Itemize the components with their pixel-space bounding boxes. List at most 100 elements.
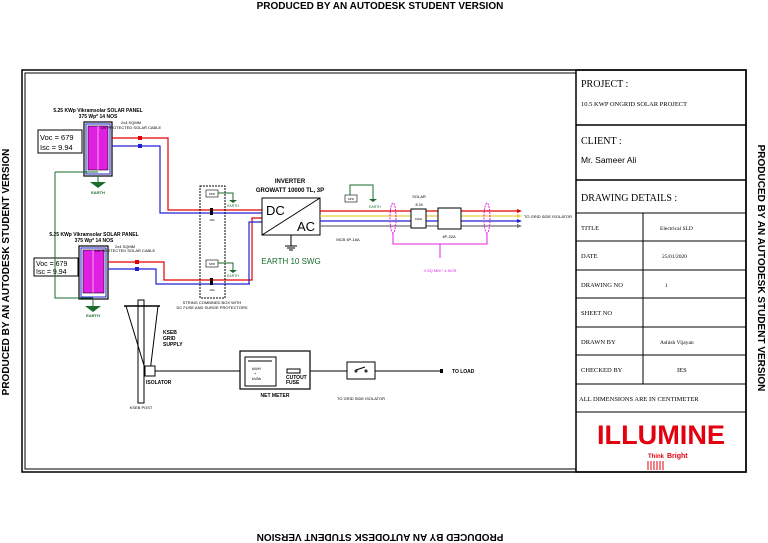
dimensions-note: ALL DIMENSIONS ARE IN CENTIMETER [579,396,699,403]
svg-text:KWH: KWH [415,217,422,221]
svg-text:TO GRID SIDE ISOLATOR: TO GRID SIDE ISOLATOR [337,396,385,401]
svg-text:DRAWING NO: DRAWING NO [581,282,623,289]
svg-text:Voc = 679: Voc = 679 [40,133,74,142]
svg-text:TITLE: TITLE [581,225,599,232]
mcb-spd: SPD EARTH MCB 4P-16A [336,184,381,242]
svg-text:5.25 KWp Vikramsolar SOLAR PAN: 5.25 KWp Vikramsolar SOLAR PANEL [53,108,142,114]
project-value: 10.5 KWP ONGRID SOLAR PROJECT [581,101,687,108]
svg-text:SOLAR: SOLAR [412,194,426,199]
svg-text:ILLUMINE: ILLUMINE [597,420,725,450]
svg-text:Voc = 679: Voc = 679 [36,261,67,268]
to-load: TO LOAD [440,369,475,375]
svg-text:E.M: E.M [415,202,422,207]
svg-text:+: + [254,371,257,376]
svg-text:NET METER: NET METER [261,393,290,399]
earth-icon-2: EARTH [85,306,101,318]
cable-desc-2: UV PROTECTED SOLAR CABLE [95,248,156,253]
svg-text:FUSE: FUSE [286,380,300,386]
arrows-to-grid: TO GRID SIDE ISOLATOR [517,209,572,228]
svg-text:TO GRID SIDE ISOLATOR: TO GRID SIDE ISOLATOR [524,214,572,219]
svg-text:DC: DC [266,203,285,218]
svg-text:375 Wp* 14 NOS: 375 Wp* 14 NOS [79,114,118,120]
illumine-logo: ILLUMINE Think Bright [597,420,725,470]
earth-icon-1: EARTH [90,182,106,195]
sheet-no-row: SHEET NO [581,310,612,317]
connectors [135,136,142,264]
svg-text:25/01/2020: 25/01/2020 [662,254,687,260]
svg-text:CHECKED BY: CHECKED BY [581,367,623,374]
svg-text:1: 1 [665,283,668,289]
svg-text:Electrical SLD: Electrical SLD [660,226,693,232]
svg-text:10A: 10A [209,288,214,292]
svg-text:10A: 10A [209,218,214,222]
svg-text:kVAh: kVAh [252,376,261,381]
svg-text:STRING COMBINED BOX WITH: STRING COMBINED BOX WITH [183,300,242,305]
svg-text:TO LOAD: TO LOAD [452,369,475,375]
net-meter: kWH + kVAh CUTOUT FUSE NET METER [239,350,311,399]
watermark-top: PRODUCED BY AN AUTODESK STUDENT VERSION [257,1,504,12]
solar-panel-1: 5.25 KWp Vikramsolar SOLAR PANEL 375 Wp*… [53,108,143,177]
cable-label-2: 2x4 SQMM [115,244,135,249]
svg-text:MCB 4P-16A: MCB 4P-16A [336,237,360,242]
svg-text:KSEB: KSEB [163,330,177,336]
project-label: PROJECT : [581,79,628,90]
voc-isc-box-1: Voc = 679 Isc = 9.94 [37,129,83,154]
svg-text:Isc = 9.94: Isc = 9.94 [36,269,67,276]
watermark-left: PRODUCED BY AN AUTODESK STUDENT VERSION [1,149,12,396]
watermark-bottom: PRODUCED BY AN AUTODESK STUDENT VERSION [257,531,504,542]
svg-text:SUPPLY: SUPPLY [163,342,183,348]
svg-text:EARTH: EARTH [227,274,239,278]
svg-text:kWH: kWH [252,366,261,371]
svg-text:4 SQ MM * 4 NOS: 4 SQ MM * 4 NOS [424,268,457,273]
svg-text:ISOLATOR: ISOLATOR [146,380,172,386]
svg-text:SPD: SPD [209,262,216,266]
svg-text:4P-32A: 4P-32A [442,234,456,239]
svg-text:Think: Think [648,454,665,460]
svg-text:IES: IES [677,367,687,374]
svg-text:375 Wp* 14 NOS: 375 Wp* 14 NOS [75,238,114,244]
svg-text:INVERTER: INVERTER [275,179,306,185]
grid-side-isolator: TO GRID SIDE ISOLATOR [337,361,385,401]
svg-text:DRAWN BY: DRAWN BY [581,339,616,346]
svg-text:SPD: SPD [348,197,355,201]
drawing-no-row: DRAWING NO 1 [581,282,668,289]
kseb-post: KSEB POST KSEB GRID SUPPLY ISOLATOR [124,299,183,410]
panel-earth-wiring [54,171,99,306]
watermark-right: PRODUCED BY AN AUTODESK STUDENT VERSION [755,145,766,392]
dc-wiring [108,137,262,285]
svg-text:CUTOUT: CUTOUT [286,375,307,381]
svg-text:EARTH: EARTH [227,204,239,208]
svg-text:AC: AC [297,219,315,234]
string-combiner-box: SPD SPD 10A 10A EARTH EARTH STRING COMBI… [176,185,248,310]
svg-text:SHEET NO: SHEET NO [581,310,612,317]
cable-desc-1: UV PROTECTED SOLAR CABLE [101,125,162,130]
client-value: Mr. Sameer Ali [581,155,636,165]
inverter: INVERTER GROWATT 10000 TL, 3P DC AC EART… [256,179,324,266]
svg-text:EARTH: EARTH [86,313,100,318]
svg-text:GRID: GRID [163,336,176,342]
svg-text:SPD: SPD [209,192,216,196]
svg-text:EARTH 10 SWG: EARTH 10 SWG [261,257,320,266]
svg-text:EARTH: EARTH [91,190,105,195]
svg-text:Isc = 9.94: Isc = 9.94 [40,143,73,152]
svg-text:5.25 KWp Vikramsolar SOLAR PAN: 5.25 KWp Vikramsolar SOLAR PANEL [49,232,138,238]
checked-by-row: CHECKED BY IES [581,367,687,374]
svg-text:Bright: Bright [667,453,688,460]
ac-cable-marker: 4 SQ MM * 4 NOS [389,202,491,273]
drawing-details-label: DRAWING DETAILS : [581,193,677,204]
solar-energy-meter: SOLAR E.M KWH [410,194,427,229]
drawn-by-row: DRAWN BY Ashish Vijayan [581,339,694,346]
svg-text:EARTH: EARTH [369,205,381,209]
svg-text:Ashish Vijayan: Ashish Vijayan [660,340,694,346]
ac-isolator-4p: 4P-32A [437,207,462,239]
solar-panel-2: 5.25 KWp Vikramsolar SOLAR PANEL 375 Wp*… [49,232,139,300]
title-block: PROJECT : 10.5 KWP ONGRID SOLAR PROJECT … [575,69,747,473]
title-row: TITLE Electrical SLD [581,225,693,232]
svg-text:DC FUSE AND SURGE PROTECTORS: DC FUSE AND SURGE PROTECTORS [176,305,247,310]
svg-text:GROWATT 10000 TL, 3P: GROWATT 10000 TL, 3P [256,188,324,194]
cable-label-1: 2x4 SQMM [121,120,141,125]
svg-text:KSEB POST: KSEB POST [130,405,153,410]
voc-isc-box-2: Voc = 679 Isc = 9.94 [33,257,79,277]
